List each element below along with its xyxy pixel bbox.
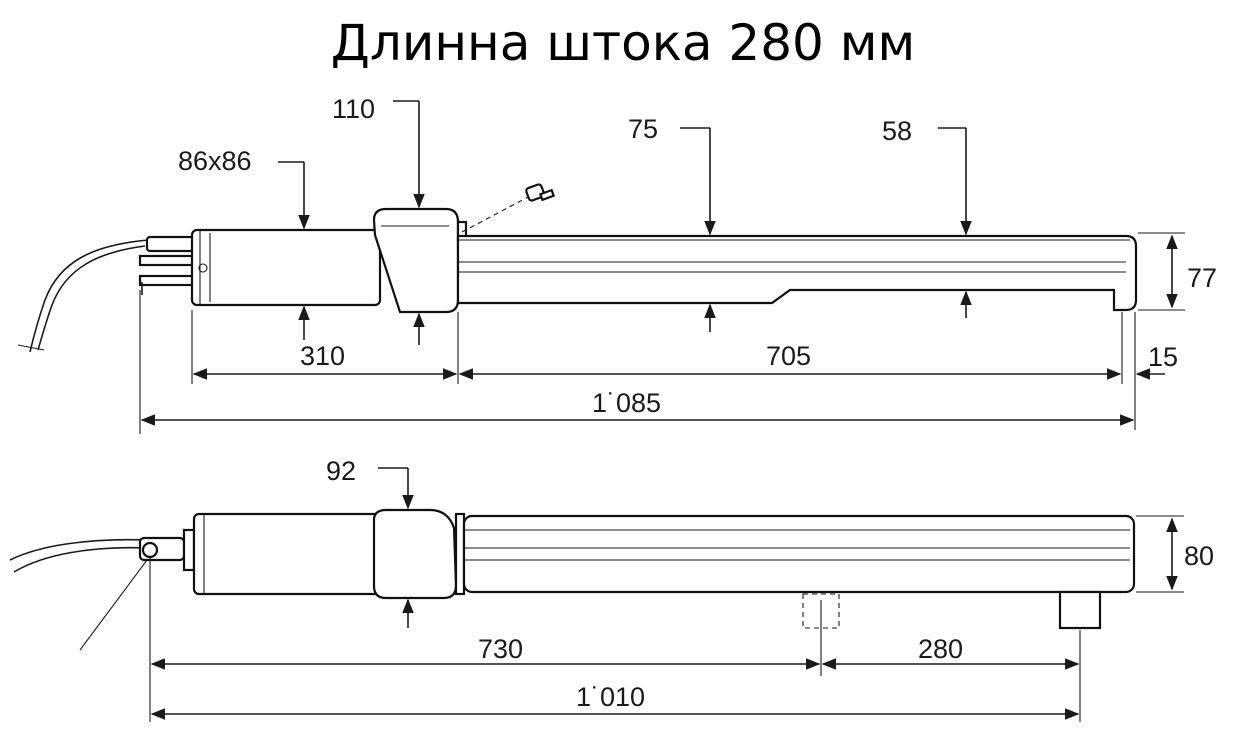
svg-text:1˙085: 1˙085 <box>592 388 661 418</box>
svg-text:730: 730 <box>478 634 523 664</box>
dim-80: 80 <box>1136 515 1214 593</box>
dim-92: 92 <box>326 456 414 628</box>
svg-text:15: 15 <box>1148 342 1178 372</box>
top-motor-housing <box>190 228 382 307</box>
dim-86x86: 86x86 <box>178 146 310 340</box>
dim-1085: 1˙085 <box>140 388 1135 426</box>
dim-58: 58 <box>882 116 972 318</box>
top-rear-fitting <box>145 235 195 253</box>
top-view: 86x86 110 75 58 <box>17 94 1217 434</box>
svg-text:80: 80 <box>1184 541 1214 571</box>
svg-text:92: 92 <box>326 456 356 486</box>
retracted-pin <box>802 593 840 629</box>
dim-15: 15 <box>1135 342 1178 380</box>
svg-text:77: 77 <box>1187 263 1217 293</box>
svg-text:58: 58 <box>882 116 912 146</box>
dim-310: 310 <box>192 341 458 380</box>
svg-text:280: 280 <box>918 634 963 664</box>
svg-text:310: 310 <box>300 341 345 371</box>
svg-text:86x86: 86x86 <box>178 146 252 176</box>
bottom-view: 92 80 730 280 1˙010 <box>9 456 1214 722</box>
extended-pin <box>1058 590 1102 630</box>
dim-280: 280 <box>821 634 1080 670</box>
page-title: Длинна штока 280 мм <box>330 14 916 72</box>
top-cable <box>29 239 149 353</box>
dim-730: 730 <box>150 634 821 670</box>
svg-text:75: 75 <box>628 114 658 144</box>
svg-text:110: 110 <box>332 94 375 124</box>
svg-text:705: 705 <box>766 341 811 371</box>
bottom-motor-housing <box>192 512 386 596</box>
dim-1010: 1˙010 <box>150 682 1080 720</box>
bottom-actuator-tube <box>462 514 1136 594</box>
bottom-cable <box>9 538 151 561</box>
dim-75: 75 <box>628 114 716 332</box>
top-actuator-tube <box>456 234 1138 312</box>
top-release-cover <box>372 207 460 314</box>
release-key-icon <box>461 183 556 233</box>
svg-text:1˙010: 1˙010 <box>576 682 645 712</box>
bottom-release-cover <box>372 508 458 600</box>
dim-110: 110 <box>332 94 425 345</box>
dim-705: 705 <box>458 341 1122 380</box>
dim-77: 77 <box>1138 232 1217 311</box>
